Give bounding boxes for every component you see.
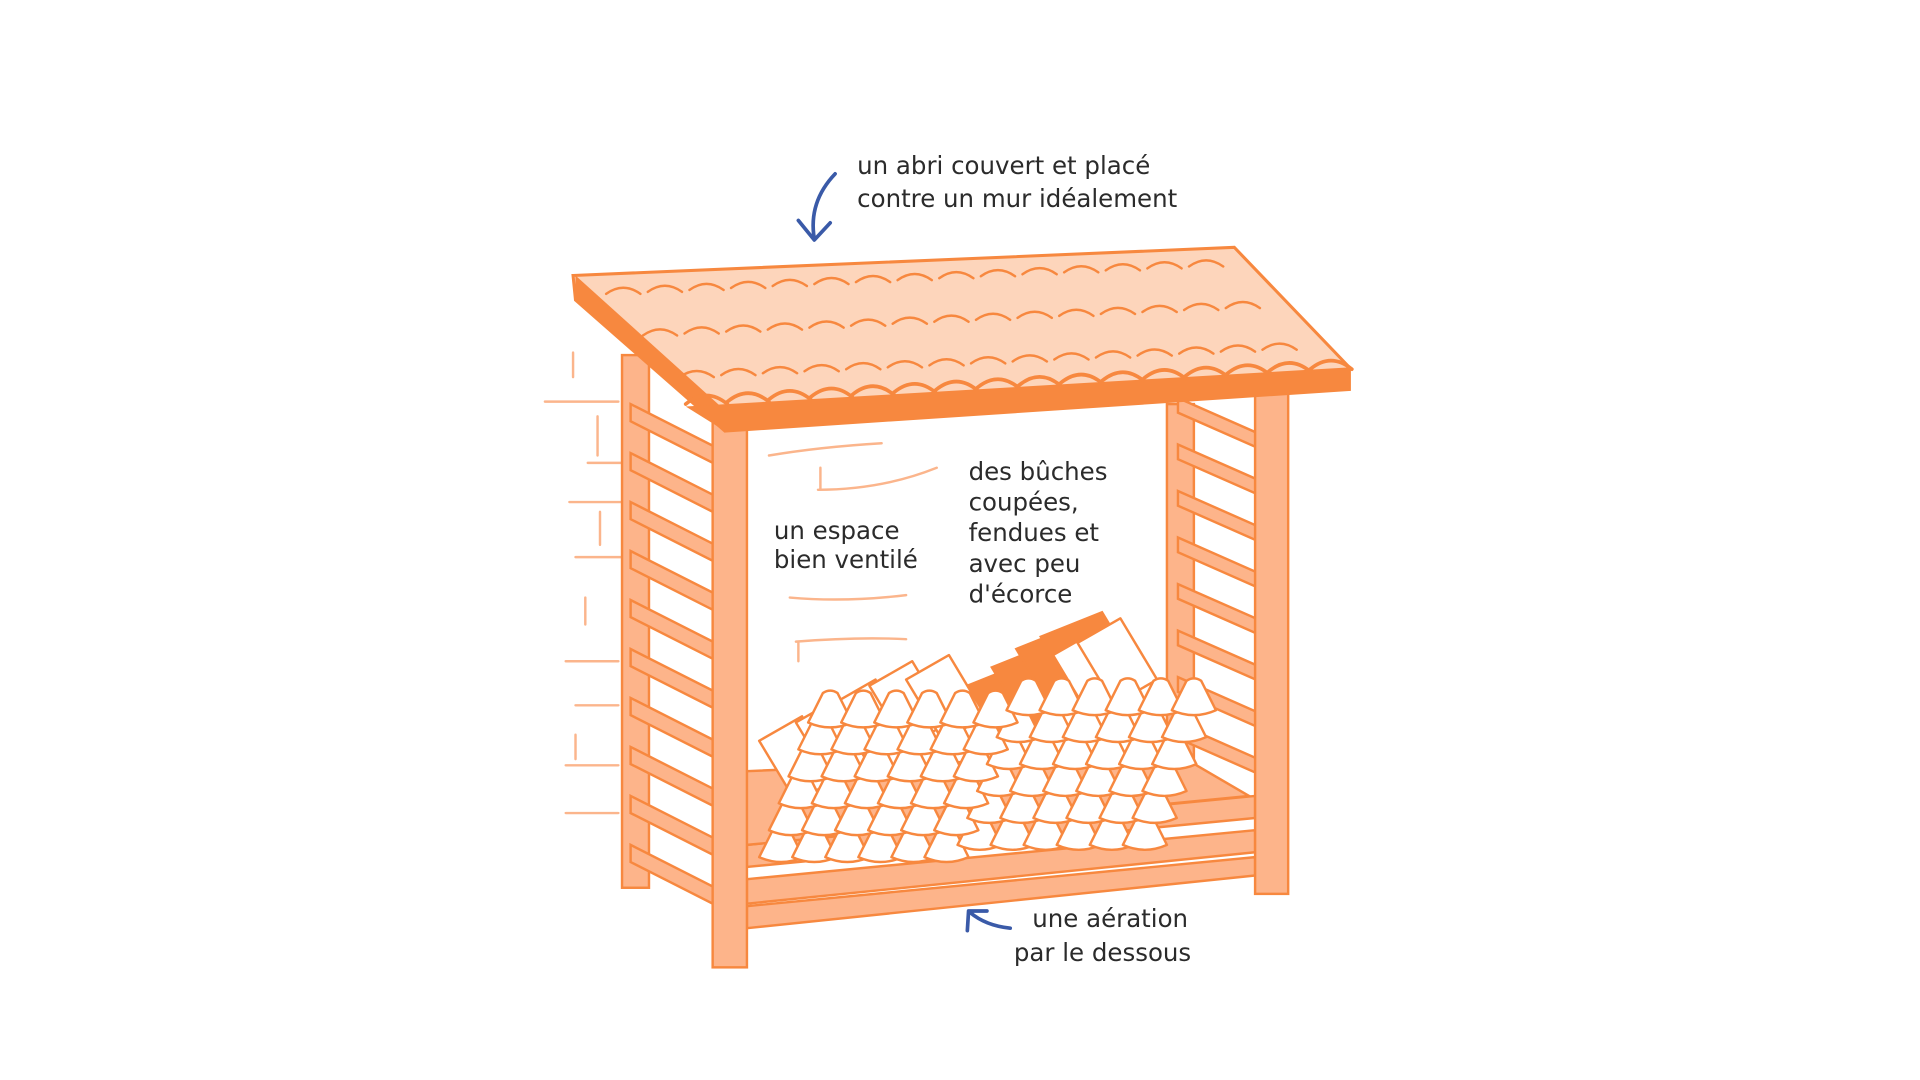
label-aeration: une aération par le dessous (1014, 904, 1196, 967)
label-line: un espace (774, 516, 900, 545)
roof-tile (761, 365, 799, 375)
roof-tile (725, 391, 771, 404)
label-line: avec peu (969, 549, 1081, 578)
roof-tile (896, 272, 934, 282)
roof-tile (1062, 264, 1100, 274)
log-end (840, 689, 887, 729)
roof-tile (683, 326, 720, 335)
roof-tile (1016, 375, 1063, 388)
roof-tile (1094, 350, 1132, 359)
roof-tile (771, 278, 809, 288)
log-end (806, 689, 854, 729)
roof-tile (886, 360, 924, 369)
roof-tile (1058, 372, 1104, 385)
roof-tile (766, 322, 804, 331)
log-end (873, 689, 920, 729)
roof-tile (1219, 344, 1257, 353)
roof-tile (688, 282, 725, 292)
label-line: bien ventilé (774, 545, 918, 574)
label-logs: des bûches coupées, fendues et avec peu … (969, 457, 1116, 608)
roof-tile (720, 367, 757, 377)
roof-tile (641, 328, 679, 337)
roof-tile (767, 389, 813, 402)
left-side-slats (629, 402, 724, 911)
right-front-post (1253, 390, 1290, 896)
roof-tile (933, 379, 979, 392)
roof-tile (808, 320, 845, 329)
roof-tile (1136, 348, 1174, 357)
roof-tile (724, 324, 762, 333)
label-line: coupées, (969, 488, 1079, 517)
log-end (1005, 677, 1052, 717)
roof-tile (849, 318, 887, 327)
roof-tile (1224, 300, 1262, 310)
roof-tile (892, 382, 938, 395)
log-end (906, 689, 953, 729)
roof-tile (1177, 346, 1215, 355)
roof-tile (683, 393, 730, 406)
airflow-lines (767, 442, 938, 663)
label-line: des bûches (969, 457, 1108, 486)
roof-tile (803, 363, 840, 373)
roof-tile (1099, 306, 1137, 316)
roof-tile (1100, 370, 1146, 383)
roof-tile (646, 284, 684, 294)
arrow-down-icon (796, 172, 837, 242)
roof-tile (813, 276, 850, 286)
log-end (1170, 677, 1218, 717)
roof-tile (844, 361, 882, 371)
roof-tile (1261, 342, 1298, 351)
label-line: un abri couvert et placé (857, 151, 1150, 180)
label-shelter: un abri couvert et placé contre un mur i… (857, 151, 1177, 213)
label-line: une aération (1032, 904, 1188, 933)
label-ventilation: un espace bien ventilé (774, 516, 918, 574)
roof-tile (678, 369, 716, 379)
roof-tile (979, 268, 1017, 278)
roof (571, 245, 1354, 433)
log-end (972, 689, 1019, 729)
roof-tile (1266, 361, 1313, 374)
left-front-post (711, 417, 749, 969)
roof-tile (729, 280, 767, 290)
label-line: fendues et (969, 518, 1100, 547)
roof-tile (1146, 261, 1183, 270)
roof-tile (850, 384, 896, 397)
roof-tile (1016, 310, 1054, 320)
wall-lines (543, 351, 626, 815)
log-end (939, 689, 986, 729)
log-pile (757, 610, 1218, 864)
roof-tile (1053, 352, 1090, 361)
roof-tile (937, 270, 975, 280)
roof-tile (604, 286, 642, 296)
roof-tile (1308, 358, 1354, 372)
roof-tile (933, 314, 970, 324)
roof-tile (969, 356, 1007, 365)
roof-tile (1057, 308, 1095, 318)
roof-tile (1182, 302, 1220, 312)
roof-tile (1141, 304, 1178, 314)
roof-tile (975, 377, 1021, 390)
label-line: par le dessous (1014, 938, 1191, 967)
roof-tile (928, 358, 965, 367)
roof-tile (1104, 263, 1142, 272)
log-end (1071, 677, 1118, 717)
roof-tile (1141, 368, 1188, 381)
roof-tile (1187, 259, 1225, 268)
log-end (1104, 677, 1152, 717)
roof-tile (854, 274, 892, 284)
log-end (1137, 677, 1185, 717)
roof-tile (974, 312, 1012, 322)
roof-tile (1011, 354, 1049, 363)
roof-tile (1225, 363, 1271, 376)
roof-tile (1183, 365, 1229, 378)
arrow-up-left-icon (965, 909, 1013, 933)
label-line: contre un mur idéalement (857, 184, 1177, 213)
roof-tile (891, 316, 929, 325)
log-end (1038, 677, 1085, 717)
roof-tile (1021, 266, 1058, 276)
roof-tile (808, 386, 855, 399)
label-line: d'écorce (969, 579, 1073, 608)
